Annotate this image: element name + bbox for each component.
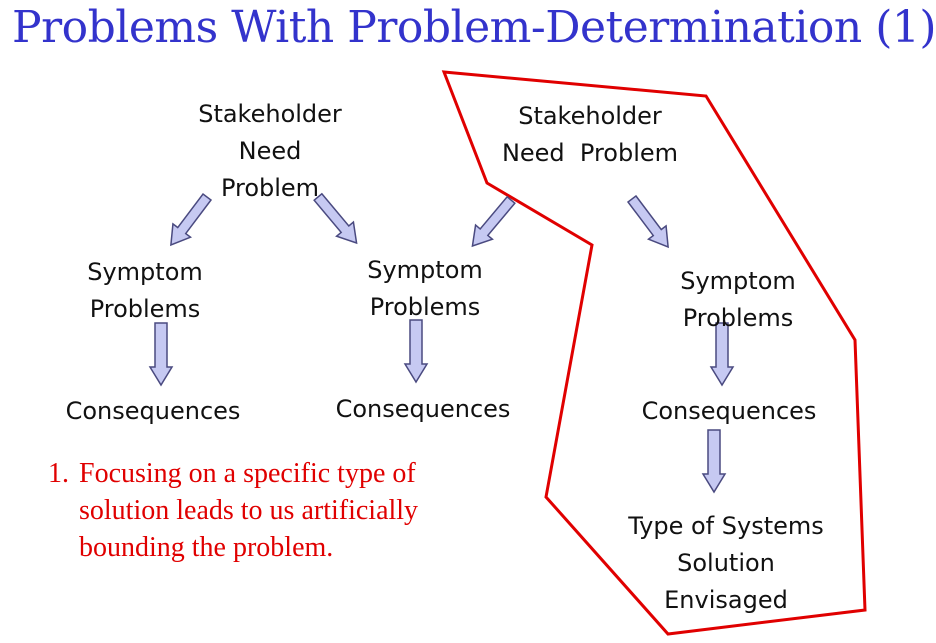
node-line: Stakeholder — [198, 100, 342, 128]
node-line: Problems — [369, 293, 481, 321]
node-line: Problem — [220, 174, 320, 202]
node-line: Type of Systems — [628, 512, 824, 540]
node-line: Symptom — [680, 267, 796, 295]
right-consequences-node: Consequences — [641, 397, 817, 425]
left-consequences-node-b: Consequences — [335, 395, 511, 423]
node-line: Symptom — [367, 256, 483, 284]
left-symptom-node-b: Symptom Problems — [330, 252, 520, 326]
node-line: Envisaged — [664, 586, 788, 614]
arrow-down-icon — [148, 322, 174, 387]
right-stakeholder-node: Stakeholder Need Problem — [480, 98, 700, 172]
node-line: Solution — [677, 549, 775, 577]
arrow-down-icon — [709, 322, 735, 387]
note-number: 1. — [48, 458, 69, 489]
note-text: Focusing on a specific type of solution … — [79, 458, 419, 563]
arrow-down-left-icon — [170, 192, 213, 247]
node-line: Symptom — [87, 258, 203, 286]
solution-boundary — [441, 70, 867, 636]
arrow-down-icon — [403, 319, 429, 384]
node-line: Need — [238, 137, 302, 165]
left-stakeholder-node: Stakeholder Need Problem — [170, 96, 370, 207]
left-consequences-node-a: Consequences — [65, 397, 241, 425]
arrow-down-icon — [701, 429, 727, 494]
node-line: Problems — [682, 304, 794, 332]
diagram-graphics — [148, 70, 867, 636]
node-line: Stakeholder — [518, 102, 662, 130]
node-line: Problems — [89, 295, 201, 323]
arrow-down-right-icon — [313, 192, 358, 245]
solution-node: Type of Systems Solution Envisaged — [606, 508, 846, 619]
arrow-down-left-icon — [471, 195, 516, 248]
right-symptom-node: Symptom Problems — [643, 263, 833, 337]
slide-title: Problems With Problem-Determination (1) — [12, 2, 936, 53]
arrow-down-right-icon — [626, 194, 669, 249]
node-line: Need Problem — [501, 139, 679, 167]
left-symptom-node-a: Symptom Problems — [50, 254, 240, 328]
